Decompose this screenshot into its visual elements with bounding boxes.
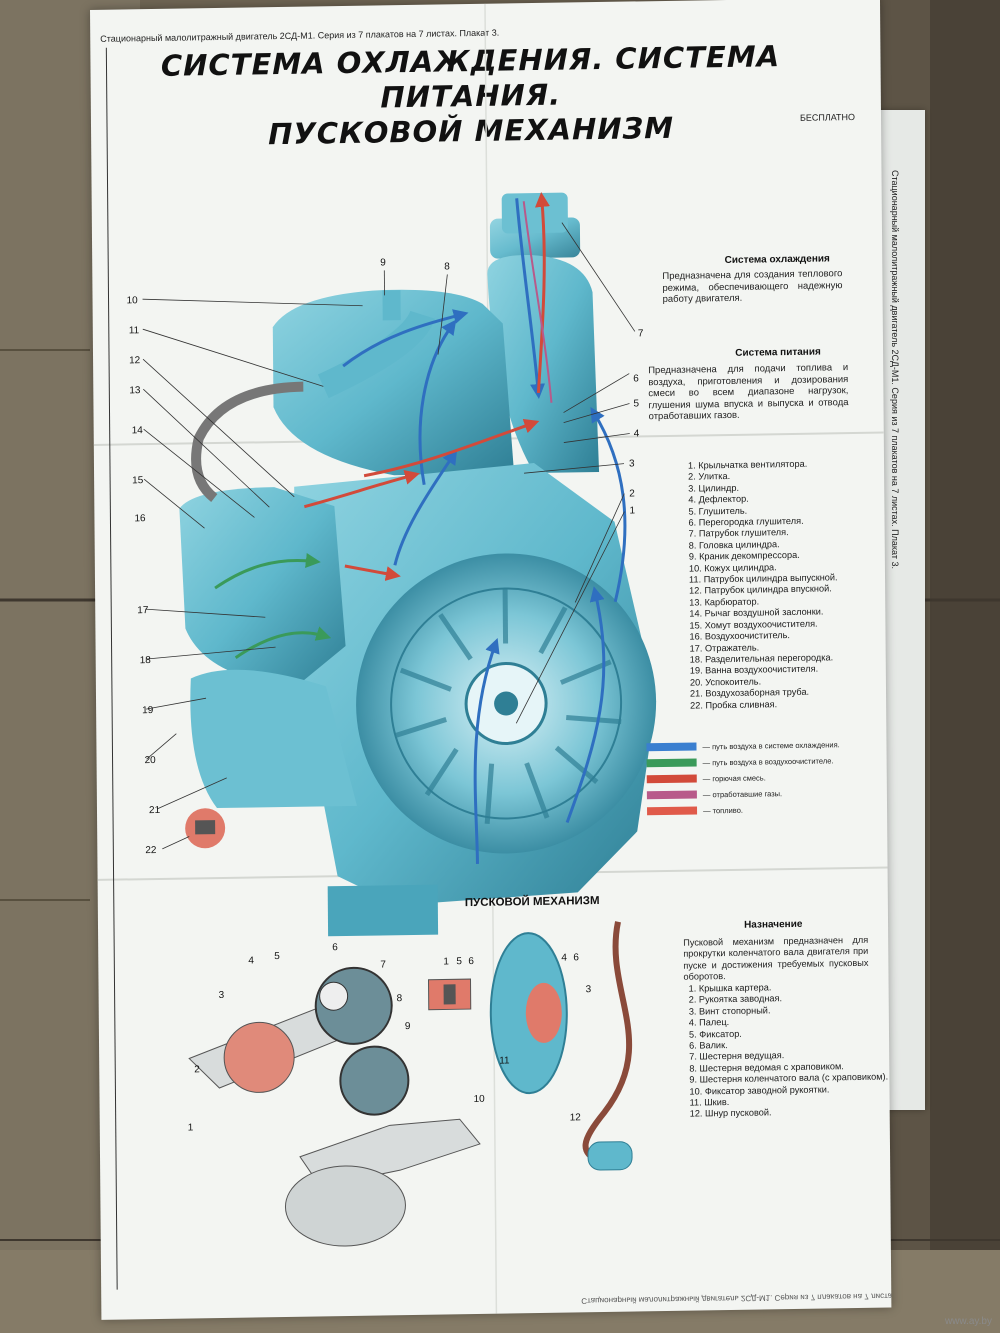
pulley-callout-6: 6 [573, 952, 579, 963]
callout-7: 7 [638, 328, 644, 339]
starter-callout-1: 1 [188, 1122, 194, 1133]
pulley-callout-12: 12 [570, 1112, 582, 1123]
callout-12: 12 [129, 355, 141, 366]
list-item: 12. Патрубок цилиндра впускной. [689, 583, 832, 597]
starter-drawing [188, 921, 633, 1247]
parts-list: 1. Крыльчатка вентилятора. 2. Улитка. 3.… [688, 458, 839, 711]
starter-callout-9: 9 [405, 1021, 411, 1032]
callout-14: 14 [132, 425, 144, 436]
callout-15: 15 [132, 475, 144, 486]
callout-19: 19 [142, 705, 154, 716]
callout-16: 16 [134, 513, 146, 524]
detail-callout-5: 5 [456, 956, 462, 967]
callout-17: 17 [137, 605, 149, 616]
second-poster-series: Стационарный малолитражный двигатель 2СД… [890, 170, 900, 569]
callout-1: 1 [629, 505, 635, 516]
legend-label: — горючая смесь. [702, 772, 766, 783]
starter-title: ПУСКОВОЙ МЕХАНИЗМ [464, 895, 600, 910]
callout-10: 10 [126, 295, 138, 306]
starter-callout-10: 10 [473, 1094, 485, 1105]
starter-callout-5: 5 [274, 951, 280, 962]
starter-callout-7: 7 [380, 959, 386, 970]
callout-4: 4 [634, 428, 640, 439]
pulley-callout-4: 4 [561, 953, 567, 964]
callout-21: 21 [149, 805, 161, 816]
legend-swatch-exhaust [646, 790, 697, 800]
callout-3: 3 [629, 458, 635, 469]
starter-callout-8: 8 [397, 993, 403, 1004]
starter-callout-4: 4 [248, 955, 254, 966]
starter-callout-6: 6 [332, 942, 338, 953]
legend-label: — путь воздуха в воздухоочистителе. [702, 755, 834, 767]
fuel-text: Предназначена для подачи топлива и возду… [648, 362, 849, 423]
list-item: 22. Пробка сливная. [690, 698, 778, 711]
starter-callout-3: 3 [219, 990, 225, 1001]
legend-label: — путь воздуха в системе охлаждения. [702, 739, 840, 751]
legend-swatch-mixture [646, 774, 697, 784]
legend-swatch-fuel [647, 806, 698, 816]
legend-row: — топливо. [647, 800, 840, 819]
callout-18: 18 [140, 655, 152, 666]
list-item: 19. Ванна воздухоочистителя. [689, 663, 819, 676]
poster: Стационарный малолитражный двигатель 2СД… [90, 0, 892, 1320]
purpose-text: Пусковой механизм предназначен для прокр… [683, 934, 869, 982]
legend-swatch-air-cleaner [646, 758, 697, 768]
legend-label: — отработавшие газы. [702, 788, 783, 799]
starter-callouts: 3 4 5 6 7 8 9 10 2 1 1 5 6 4 6 3 11 12 [188, 942, 592, 1133]
watermark: www.ay.by [944, 1316, 992, 1327]
purpose-heading: Назначение [744, 918, 803, 931]
flow-legend: — путь воздуха в системе охлаждения. — п… [646, 736, 840, 819]
callout-6: 6 [633, 373, 639, 384]
detail-callout-6: 6 [468, 956, 474, 967]
flow-arrows [214, 309, 627, 864]
callout-2: 2 [629, 488, 635, 499]
legend-label: — топливо. [703, 805, 743, 815]
starter-parts-list: 1. Крышка картера. 2. Рукоятка заводная.… [689, 981, 889, 1121]
engine-diagram: 7 5 6 4 3 2 1 9 8 10 11 12 13 14 15 16 1… [93, 3, 888, 1314]
pulley-callout-3: 3 [586, 984, 592, 995]
main-callouts: 7 5 6 4 3 2 1 9 8 10 11 12 13 14 15 16 1… [126, 257, 644, 856]
detail-callout-1: 1 [443, 956, 449, 967]
callout-8: 8 [444, 261, 450, 272]
muffler-drawing [487, 191, 600, 474]
callout-9: 9 [380, 257, 386, 268]
callout-13: 13 [129, 385, 141, 396]
legend-swatch-air-cooling [646, 742, 697, 752]
callout-11: 11 [129, 325, 140, 336]
callout-5: 5 [633, 398, 639, 409]
callout-22: 22 [145, 845, 157, 856]
starter-callout-2: 2 [194, 1064, 200, 1075]
callout-20: 20 [145, 755, 157, 766]
pulley-callout-11: 11 [499, 1055, 510, 1066]
cooling-text: Предназначена для создания теплового реж… [662, 268, 843, 306]
